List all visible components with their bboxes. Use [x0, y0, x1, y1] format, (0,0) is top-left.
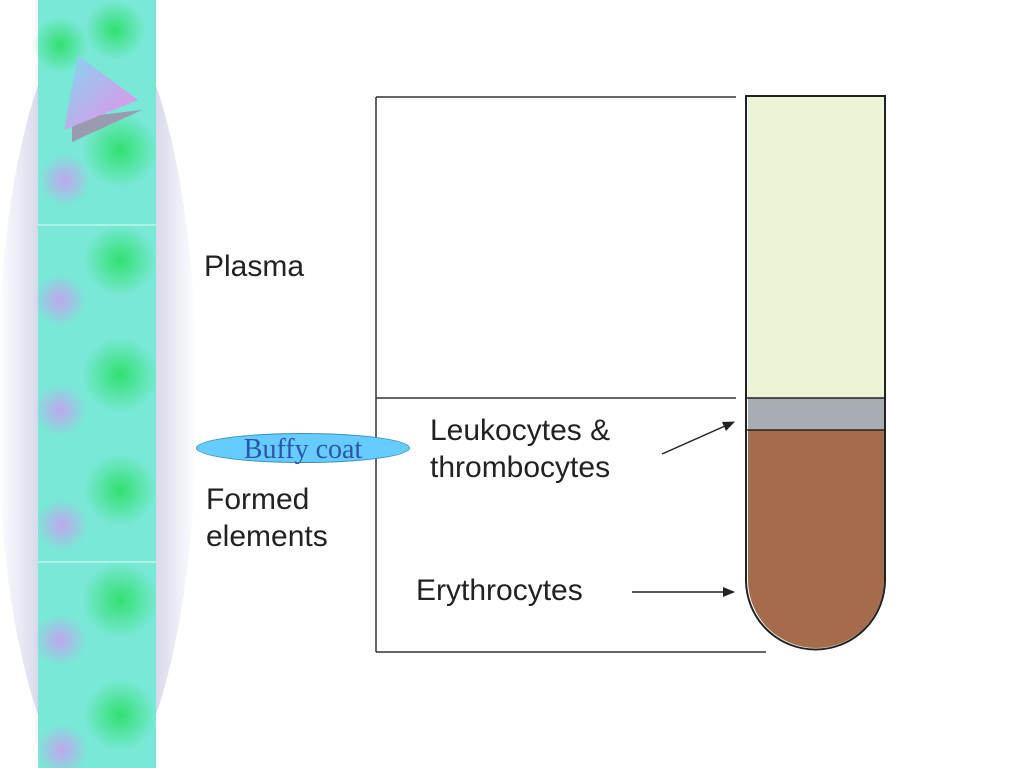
buffy-coat-text: Buffy coat: [243, 434, 363, 465]
formed-elements-label-line2: elements: [206, 520, 328, 553]
buffy-coat-layer: [748, 398, 884, 430]
test-tube: [745, 95, 886, 651]
buffy-coat-callout: Buffy coat: [196, 433, 410, 465]
test-tube-outline: [745, 95, 886, 651]
formed-elements-label-line1: Formed: [206, 483, 310, 516]
sidebar-decoration: [0, 0, 197, 768]
leukocytes-arrow: [661, 421, 735, 455]
plasma-label: Plasma: [204, 250, 305, 283]
erythrocytes-label: Erythrocytes: [416, 574, 583, 607]
play-triangle-icon: [64, 55, 142, 142]
plasma-layer: [748, 97, 884, 398]
erythrocyte-layer: [748, 430, 884, 648]
leukocytes-label-line1: Leukocytes &: [430, 414, 611, 447]
leukocytes-label-line2: thrombocytes: [430, 451, 611, 484]
